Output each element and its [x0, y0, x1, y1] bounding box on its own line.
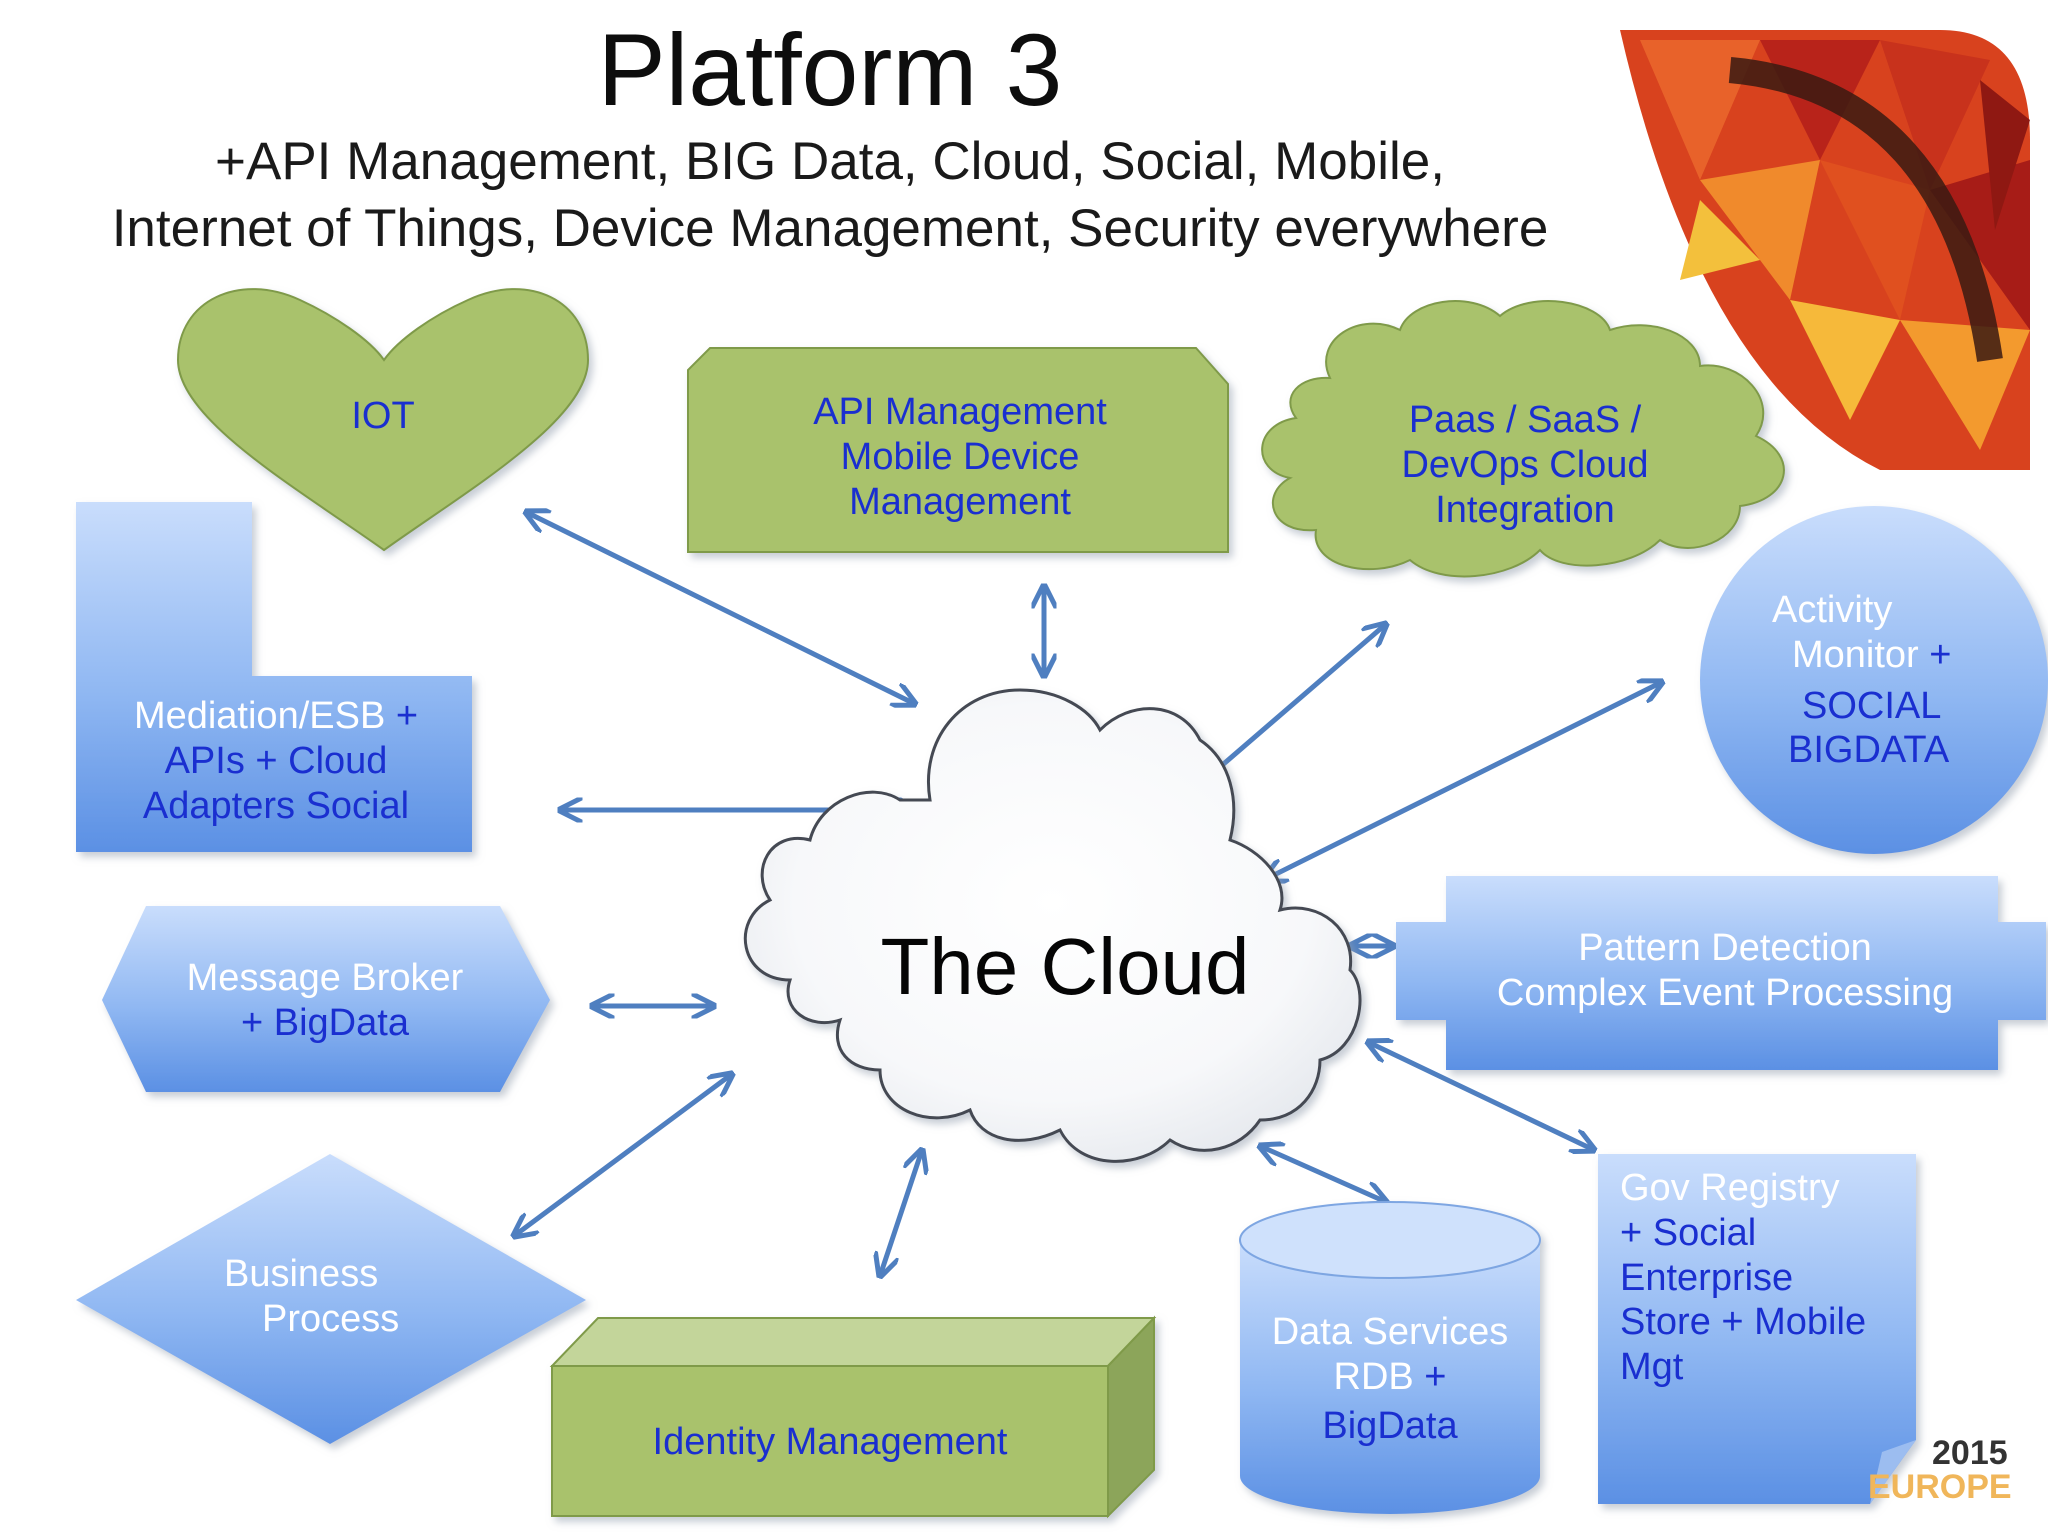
- gov-label-line-2: + Social: [1620, 1211, 1757, 1254]
- gov-registry-fold: [1870, 1440, 1916, 1504]
- data-services-label: Data Services RDB + BigData: [1240, 1310, 1540, 1448]
- identity-management-label: Identity Management: [652, 1421, 1008, 1463]
- mediation-label-line-2: APIs + Cloud: [164, 739, 388, 782]
- gov-registry-shape: [1598, 1154, 1916, 1504]
- arrow-identity: [880, 1150, 922, 1276]
- activity-label-line-1: Activity: [1772, 589, 1893, 631]
- subtitle-line-2: Internet of Things, Device Management, S…: [111, 199, 1549, 259]
- central-cloud-shape: [743, 688, 1362, 1163]
- gov-label-line-3: Enterprise: [1620, 1256, 1794, 1299]
- api-management-label: API Management Mobile Device Management: [720, 390, 1200, 524]
- business-process-label: Business Process: [200, 1252, 460, 1342]
- identity-management-shape: [549, 1315, 1157, 1519]
- activity-label-line-3: SOCIAL: [1802, 684, 1942, 727]
- broker-label-line-2: + BigData: [241, 1001, 409, 1044]
- gov-label-line-5: Mgt: [1620, 1346, 1684, 1389]
- paas-label-line-3: Integration: [1435, 488, 1615, 531]
- page-title: Platform 3: [597, 13, 1063, 127]
- gov-label-line-4: Store + Mobile: [1620, 1301, 1867, 1344]
- mediation-label-plus: +: [395, 695, 419, 737]
- arrow-data: [1260, 1146, 1386, 1202]
- data-services-shape: [1239, 1201, 1541, 1514]
- data-label-line-3: BigData: [1322, 1404, 1458, 1447]
- arrow-iot: [526, 512, 915, 704]
- gov-registry-label: Gov Registry + Social Enterprise Store +…: [1620, 1166, 1910, 1390]
- connectors: [514, 512, 1662, 1276]
- page-subtitle: +API Management, BIG Data, Cloud, Social…: [0, 128, 1660, 263]
- data-label-plus: +: [1424, 1355, 1447, 1398]
- activity-monitor-label: Activity Monitor + SOCIAL BIGDATA: [1720, 588, 2020, 773]
- activity-label-line-2: Monitor: [1792, 633, 1930, 676]
- data-label-line-1: Data Services: [1271, 1311, 1509, 1353]
- paas-cloud-shape: [1261, 300, 1785, 578]
- mediation-label-line-3: Adapters Social: [142, 784, 410, 827]
- api-label-line-2: Mobile Device: [840, 435, 1080, 478]
- arrow-activity: [1264, 682, 1662, 880]
- business-process-shape: [76, 1154, 586, 1444]
- activity-label-plus: +: [1929, 633, 1952, 676]
- message-broker-label: Message Broker + BigData: [150, 956, 500, 1046]
- iot-label: IOT: [351, 395, 415, 437]
- arrow-paas: [1198, 624, 1386, 786]
- pattern-label-line-1: Pattern Detection: [1578, 927, 1872, 969]
- message-broker-shape: [102, 906, 550, 1092]
- iot-heart-shape: [176, 288, 590, 552]
- badge-year: 2015: [1932, 1434, 2008, 1472]
- broker-label-line-1: Message Broker: [186, 957, 464, 999]
- badge-region: EUROPE: [1868, 1468, 2012, 1506]
- pattern-detection-shape: [1396, 876, 2046, 1070]
- pattern-detection-label: Pattern Detection Complex Event Processi…: [1420, 926, 2030, 1016]
- api-label-line-3: Management: [849, 480, 1071, 523]
- activity-monitor-shape: [1700, 506, 2048, 854]
- gov-label-line-1: Gov Registry: [1620, 1167, 1840, 1209]
- api-management-shape: [687, 347, 1229, 553]
- data-label-line-2: RDB: [1333, 1355, 1425, 1398]
- activity-label-line-4: BIGDATA: [1788, 729, 1950, 772]
- paas-label-line-1: Paas / SaaS /: [1408, 399, 1642, 441]
- paas-label-line-2: DevOps Cloud: [1401, 443, 1649, 486]
- subtitle-line-1: +API Management, BIG Data, Cloud, Social…: [215, 132, 1445, 191]
- pattern-label-line-2: Complex Event Processing: [1496, 971, 1954, 1014]
- arrow-business: [514, 1074, 732, 1236]
- paas-label: Paas / SaaS / DevOps Cloud Integration: [1340, 398, 1710, 532]
- api-label-line-1: API Management: [813, 391, 1107, 433]
- event-logo: [1620, 30, 2030, 470]
- mediation-label-line-1: Mediation/ESB: [133, 695, 396, 737]
- business-label-line-2: Process: [262, 1297, 400, 1340]
- center-cloud-label: The Cloud: [880, 922, 1250, 1011]
- mediation-esb-shape: [76, 502, 472, 852]
- arrow-gov: [1368, 1042, 1594, 1150]
- mediation-esb-label: Mediation/ESB + APIs + Cloud Adapters So…: [96, 694, 456, 828]
- business-label-line-1: Business: [224, 1253, 379, 1295]
